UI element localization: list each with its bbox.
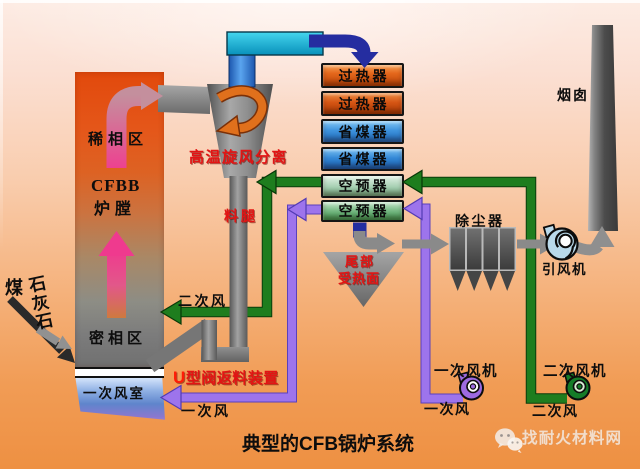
- hot-gas-arrow-head: [351, 52, 379, 68]
- dust-collector-panel: [467, 228, 482, 270]
- primary-fan-duct-label: 一次风: [424, 401, 471, 417]
- left-edge-highlight: [0, 0, 3, 250]
- flue-gas-elbow-arrow-head: [377, 233, 395, 254]
- return-leg-to-furnace: [145, 318, 214, 373]
- coal-label: 煤: [5, 278, 23, 298]
- secondary-air-corner-arrow: [255, 169, 277, 195]
- dust-collector-label: 除尘器: [455, 213, 505, 229]
- furnace-name-line1: CFBB: [91, 176, 141, 195]
- chimney: [588, 25, 618, 231]
- dust-collector-hopper: [466, 271, 482, 291]
- dust-collector-panel: [483, 228, 498, 270]
- cyclone-label: 高温旋风分离: [189, 149, 289, 166]
- primary-fan-label: 一次风机: [434, 364, 498, 380]
- secondary-air-arrow-into-furnace: [159, 298, 182, 326]
- return-valve-rest: 型阀返料装置: [185, 370, 279, 387]
- superheater-1-label: 过热器: [338, 67, 390, 84]
- secondary-fan-hub: [576, 383, 583, 390]
- air-preheater-box-2: 空预器: [321, 200, 404, 222]
- dust-collector-hopper: [450, 271, 466, 291]
- furnace-exit-arrow-stem: [106, 86, 142, 168]
- cyclone-spiral-head: [215, 114, 241, 137]
- furnace-name-line2: 炉膛: [94, 201, 137, 218]
- coal-feed-arrow-head: [57, 346, 75, 363]
- dilute-zone-label: 稀相区: [88, 131, 149, 148]
- secondary-fan-duct-label: 二次风: [532, 403, 579, 419]
- primary-air-inlet-label: 一次风: [181, 403, 231, 419]
- superheater-box-2: 过热器: [321, 91, 404, 116]
- economizer-box-1: 省煤器: [321, 119, 404, 144]
- dust-collector-panel: [500, 228, 515, 270]
- dense-zone-label: 密相区: [89, 330, 147, 347]
- tail-surface-line2: 受热面: [338, 271, 381, 286]
- primary-air-arrow-into-preheater: [402, 196, 423, 221]
- limestone-char-1: 石: [27, 273, 48, 296]
- induced-draft-fan-spiral: [554, 230, 577, 260]
- watermark-text: 找耐火材料网: [522, 430, 623, 447]
- superheater-2-label: 过热器: [338, 95, 390, 112]
- air-preheater-2-label: 空预器: [338, 203, 390, 219]
- primary-air-corner-arrow: [286, 197, 307, 222]
- limestone-char-3: 石: [34, 310, 55, 333]
- fan-to-chimney-head: [589, 226, 615, 247]
- furnace-to-cyclone-duct: [158, 85, 210, 114]
- air-preheater-box-1: 空预器: [321, 174, 404, 198]
- cyclone-dipleg: [229, 176, 248, 362]
- secondary-air-inlet-label: 二次风: [178, 293, 228, 309]
- cyclone-spiral: [216, 86, 267, 133]
- flue-gas-elbow-arrow: [353, 231, 377, 250]
- secondary-air-pipe-left: [180, 177, 321, 317]
- secondary-fan-label: 二次风机: [543, 364, 607, 380]
- wechat-icon: [495, 428, 523, 453]
- top-edge-highlight: [0, 0, 640, 3]
- secondary-air-arrow-into-preheater: [401, 169, 423, 195]
- limestone-feed-arrow-stem: [35, 325, 61, 346]
- loop-seal-riser: [201, 320, 217, 360]
- air-chamber-label: 一次风室: [83, 386, 145, 401]
- furnace-exit-arrow-head: [141, 82, 163, 110]
- dust-collector-hopper: [499, 271, 515, 291]
- diagram-title: 典型的CFB锅炉系统: [242, 434, 415, 455]
- limestone-feed-arrow-head: [55, 335, 72, 349]
- tail-heating-surface-triangle: [323, 252, 404, 307]
- dust-collector-panel: [450, 228, 465, 270]
- air-distributor-plate: [75, 367, 164, 378]
- flue-gas-to-collector-head: [431, 233, 449, 255]
- economizer-box-2: 省煤器: [321, 147, 404, 171]
- primary-air-arrow-into-windbox: [159, 384, 182, 411]
- dust-collector-hopper: [483, 271, 499, 291]
- economizer-2-label: 省煤器: [338, 151, 390, 167]
- induced-draft-fan-hub: [558, 233, 573, 249]
- chimney-label: 烟囱: [557, 87, 589, 103]
- economizer-1-label: 省煤器: [338, 123, 390, 140]
- dipleg-label: 料腿: [224, 208, 258, 224]
- hot-gas-arrow-stem: [309, 34, 371, 54]
- air-preheater-1-label: 空预器: [338, 178, 390, 194]
- induced-draft-fan-label: 引风机: [542, 262, 587, 277]
- tail-surface-line1: 尾部: [345, 254, 376, 269]
- return-valve-u: U: [173, 368, 186, 387]
- secondary-air-pipe-right: [412, 177, 567, 403]
- riser-flow-arrow-head: [98, 231, 135, 256]
- primary-fan-hub: [469, 383, 477, 390]
- return-valve-label: U型阀返料装置: [173, 369, 279, 386]
- superheater-box-1: 过热器: [321, 63, 404, 88]
